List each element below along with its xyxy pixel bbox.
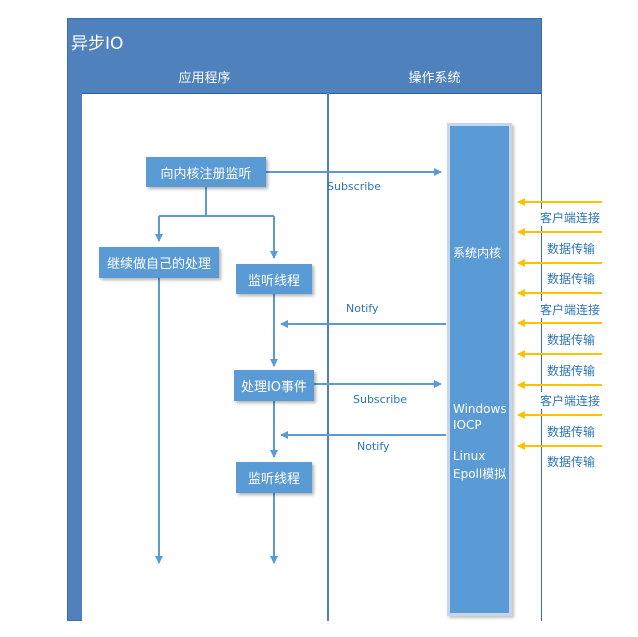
listener-thread-box-1: 监听线程: [236, 264, 312, 294]
listener-thread-box-2: 监听线程: [236, 462, 312, 493]
incoming-label: 客户端连接: [539, 392, 602, 409]
notify-label-2: Notify: [357, 440, 390, 453]
os-column-header: 操作系统: [408, 71, 461, 86]
subscribe-label-2: Subscribe: [353, 393, 408, 406]
handle-io-event-box: 处理IO事件: [234, 370, 314, 401]
incoming-label: 客户端连接: [539, 301, 602, 318]
iocp-label: IOCP: [453, 418, 482, 432]
epoll-label: Epoll模拟: [453, 467, 507, 481]
incoming-label: 客户端连接: [539, 209, 602, 226]
subscribe-label-1: Subscribe: [327, 180, 382, 193]
kernel-label: 系统内核: [453, 246, 502, 260]
incoming-label: 数据传输: [546, 423, 597, 440]
incoming-label: 数据传输: [546, 362, 597, 379]
diagram-title: 异步IO: [71, 34, 124, 54]
app-column-header: 应用程序: [178, 71, 231, 86]
incoming-label: 数据传输: [546, 270, 597, 287]
incoming-label: 数据传输: [546, 240, 597, 257]
system-kernel-box: [447, 123, 512, 616]
register-listener-box: 向内核注册监听: [146, 157, 266, 187]
header-divider: [82, 93, 541, 94]
column-header-band: [82, 64, 541, 94]
linux-label: Linux: [453, 449, 486, 463]
continue-processing-box: 继续做自己的处理: [99, 247, 219, 278]
notify-label-1: Notify: [346, 302, 379, 315]
windows-label: Windows: [453, 402, 507, 416]
lane-divider: [327, 64, 329, 621]
incoming-label: 数据传输: [546, 331, 597, 348]
incoming-label: 数据传输: [546, 453, 597, 470]
